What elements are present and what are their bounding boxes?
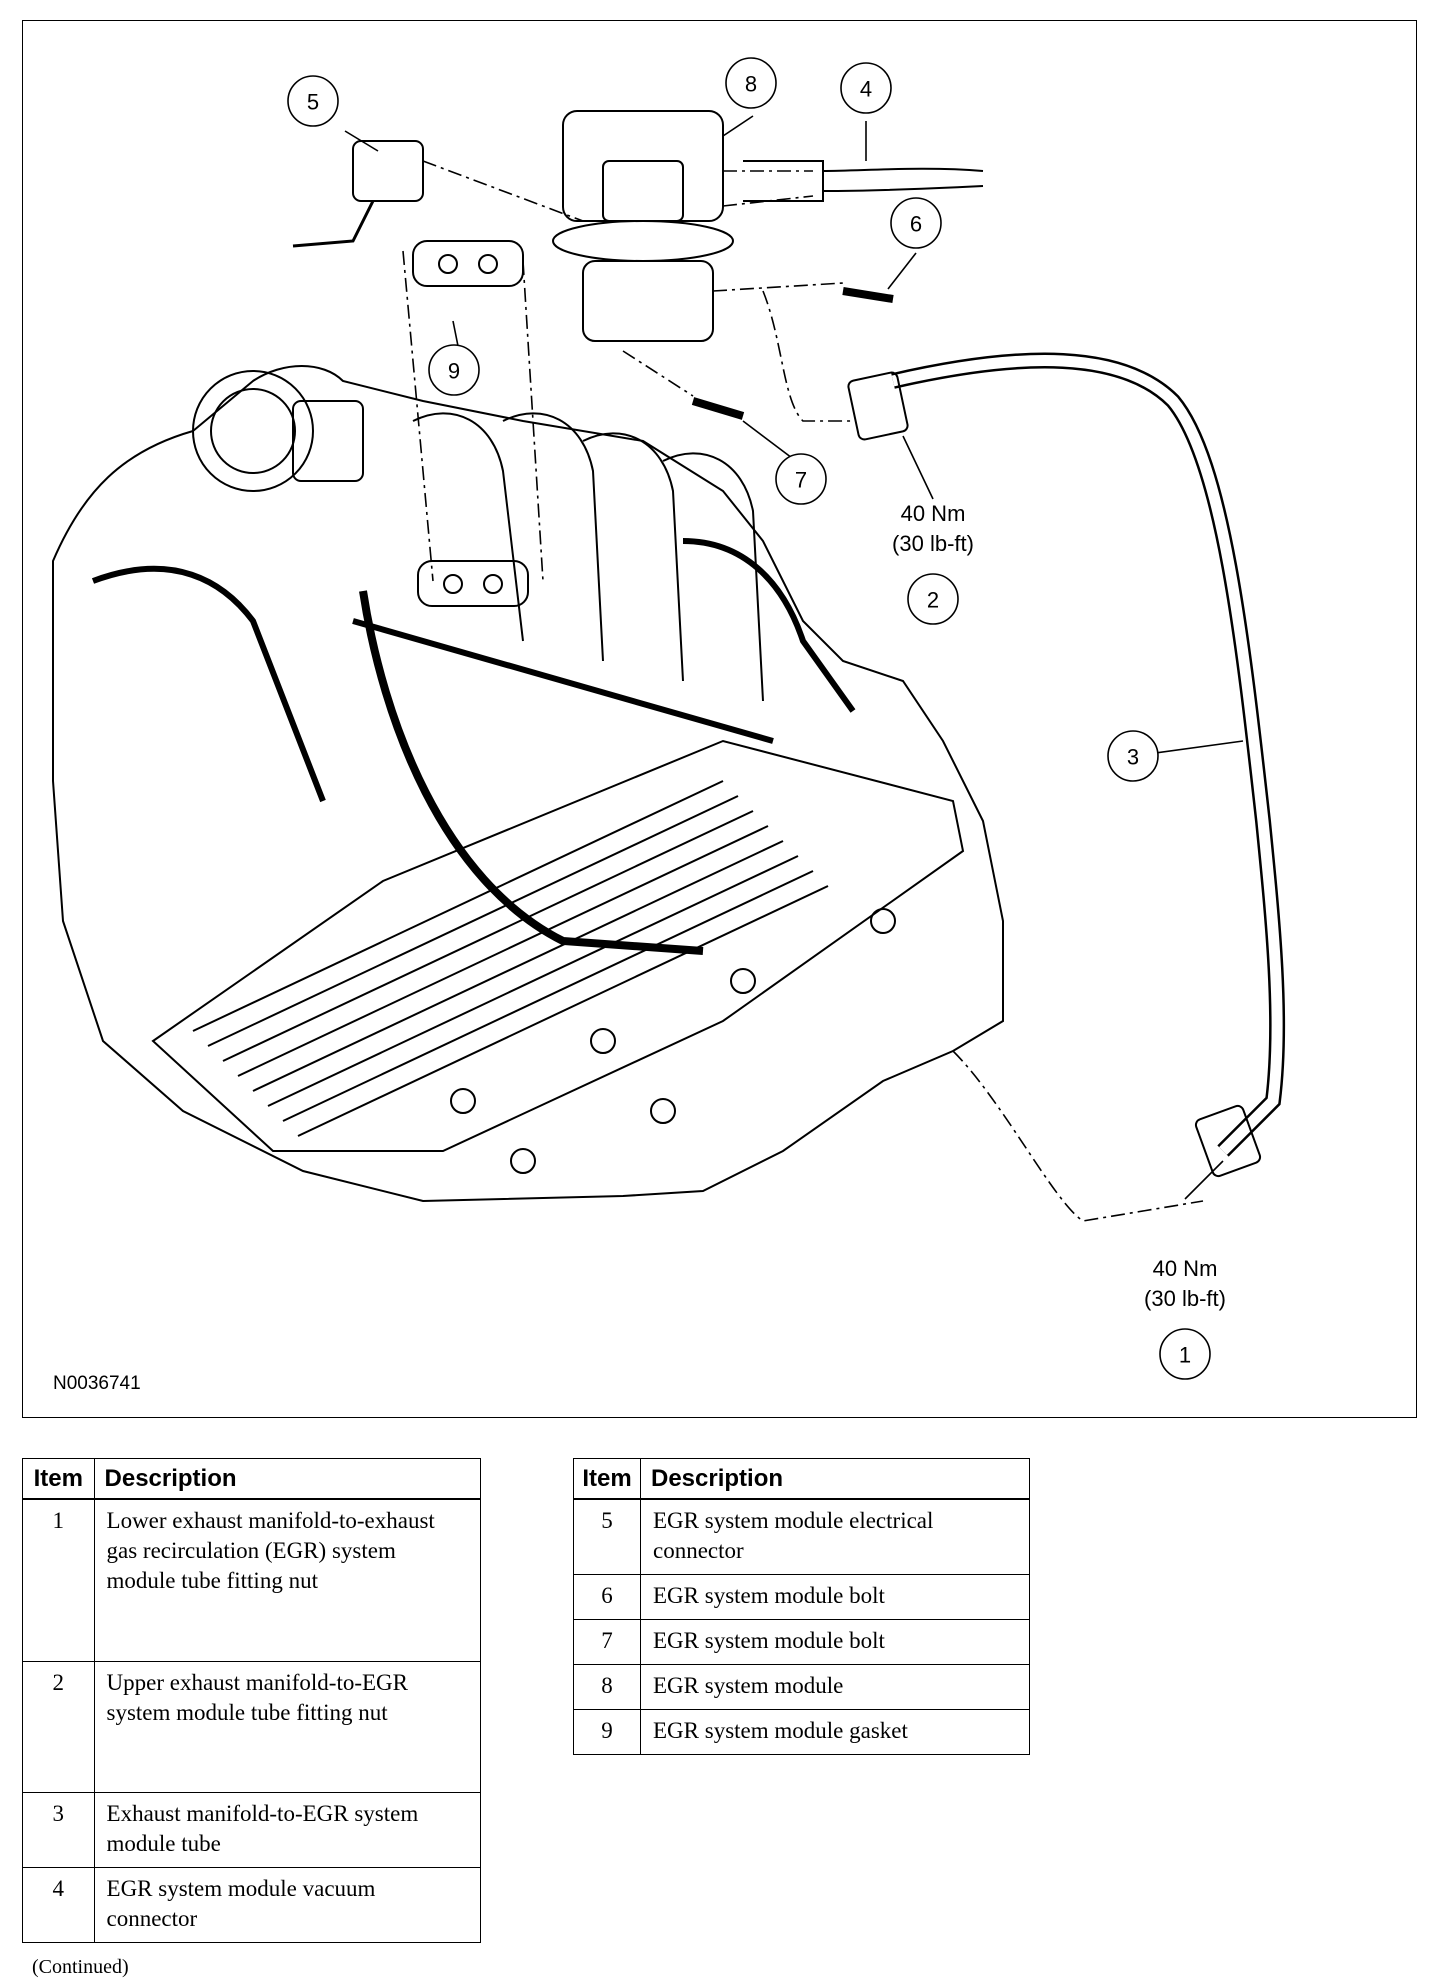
figure-id: N0036741 — [53, 1373, 141, 1394]
item-description: EGR system module vacuum connector — [93, 1866, 482, 1943]
callout-9-label: 9 — [448, 359, 460, 384]
callout-9 — [428, 344, 480, 396]
callout-6 — [890, 197, 942, 249]
callout-5 — [287, 75, 339, 127]
legend-table-left: Item Description 1 Lower exhaust manifol… — [22, 1458, 482, 1943]
lower-fitting-nut — [1194, 1104, 1262, 1178]
callout-2 — [907, 573, 959, 625]
continued-note: (Continued) — [32, 1956, 129, 1978]
column-header-description: Description — [640, 1458, 1030, 1500]
torque-1-lbft: (30 lb-ft) — [1144, 1286, 1226, 1311]
callout-6-label: 6 — [910, 212, 922, 237]
exploded-view-figure: 5 8 4 6 9 7 2 3 1 40 Nm (30 lb-ft) 40 Nm… — [22, 20, 1417, 1418]
column-header-item: Item — [22, 1458, 95, 1500]
table-row: 5 EGR system module electrical connector — [573, 1498, 1030, 1575]
bolt-7 — [691, 397, 745, 420]
callout-1 — [1159, 1328, 1211, 1380]
table-row: 1 Lower exhaust manifold-to-exhaust gas … — [22, 1498, 482, 1662]
item-description: EGR system module electrical connector — [640, 1498, 1030, 1575]
egr-module-body — [562, 110, 724, 222]
table-row: 9 EGR system module gasket — [573, 1709, 1030, 1755]
callout-1-label: 1 — [1179, 1343, 1191, 1368]
item-number: 5 — [573, 1498, 641, 1575]
item-number: 2 — [22, 1660, 95, 1793]
engine-illustration: 5 8 4 6 9 7 2 3 1 40 Nm (30 lb-ft) 40 Nm… — [52, 57, 1286, 1380]
item-number: 8 — [573, 1664, 641, 1710]
callout-7 — [775, 453, 827, 505]
torque-1-nm: 40 Nm — [1153, 1256, 1218, 1281]
item-number: 3 — [22, 1791, 95, 1868]
item-description: EGR system module — [640, 1664, 1030, 1710]
engine-block-outline — [52, 365, 1004, 1203]
item-description: EGR system module bolt — [640, 1574, 1030, 1620]
throttle-body — [192, 370, 314, 492]
callout-4 — [840, 62, 892, 114]
bolt-6 — [842, 287, 894, 303]
callout-8 — [725, 57, 777, 109]
valve-cover — [151, 739, 965, 1152]
item-number: 1 — [22, 1498, 95, 1662]
table-row: 4 EGR system module vacuum connector — [22, 1866, 482, 1943]
item-description: EGR system module bolt — [640, 1619, 1030, 1665]
callout-5-label: 5 — [307, 90, 319, 115]
column-header-description: Description — [93, 1458, 482, 1500]
item-number: 9 — [573, 1709, 641, 1755]
item-description: Lower exhaust manifold-to-exhaust gas re… — [93, 1498, 482, 1662]
legend-table-right: Item Description 5 EGR system module ele… — [573, 1458, 1030, 1755]
egr-gasket — [412, 240, 524, 287]
callout-7-label: 7 — [795, 468, 807, 493]
table-row: 6 EGR system module bolt — [573, 1574, 1030, 1620]
table-row: 8 EGR system module — [573, 1664, 1030, 1710]
item-description: Upper exhaust manifold-to-EGR system mod… — [93, 1660, 482, 1793]
item-number: 4 — [22, 1866, 95, 1943]
callout-3-label: 3 — [1127, 745, 1139, 770]
table-row: 3 Exhaust manifold-to-EGR system module … — [22, 1791, 482, 1868]
torque-2-lbft: (30 lb-ft) — [892, 531, 974, 556]
item-description: EGR system module gasket — [640, 1709, 1030, 1755]
torque-2-nm: 40 Nm — [901, 501, 966, 526]
item-number: 6 — [573, 1574, 641, 1620]
upper-fitting-nut — [847, 371, 909, 441]
item-description: Exhaust manifold-to-EGR system module tu… — [93, 1791, 482, 1868]
callout-8-label: 8 — [745, 72, 757, 97]
callout-3 — [1107, 730, 1159, 782]
callout-2-label: 2 — [927, 588, 939, 613]
callout-4-label: 4 — [860, 77, 872, 102]
column-header-item: Item — [573, 1458, 641, 1500]
electrical-connector — [352, 140, 424, 202]
item-number: 7 — [573, 1619, 641, 1665]
table-row: 7 EGR system module bolt — [573, 1619, 1030, 1665]
table-row: 2 Upper exhaust manifold-to-EGR system m… — [22, 1660, 482, 1793]
